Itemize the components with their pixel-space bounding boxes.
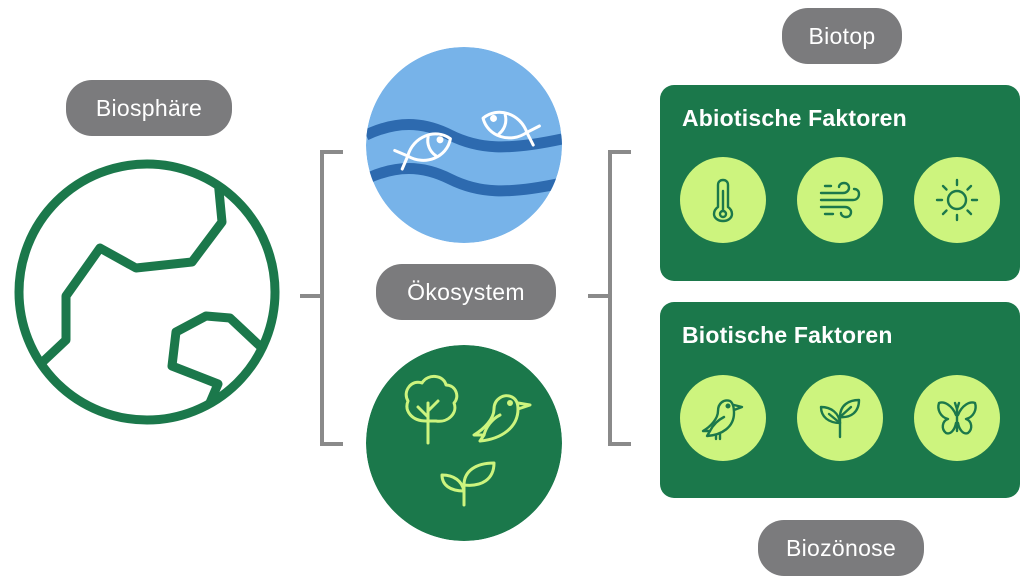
terrestrial-ecosystem-circle	[366, 345, 562, 541]
plant-sprout-icon	[440, 461, 496, 507]
thermometer-circle	[680, 157, 766, 243]
butterfly-circle	[914, 375, 1000, 461]
butterfly-icon	[937, 401, 977, 435]
abiotic-factors-title: Abiotische Faktoren	[682, 105, 907, 131]
sun-circle	[914, 157, 1000, 243]
wind-icon	[819, 181, 861, 219]
bird-circle	[680, 375, 766, 461]
biosphere-label: Biosphäre	[66, 80, 232, 136]
wind-circle	[797, 157, 883, 243]
plant-sprout-icon	[819, 398, 861, 439]
biotic-factors-title: Biotische Faktoren	[682, 322, 893, 348]
bird-icon	[472, 394, 532, 443]
biocenosis-label: Biozönose	[758, 520, 924, 576]
ecosystem-label: Ökosystem	[376, 264, 556, 320]
abiotic-factors-panel: Abiotische Faktoren	[660, 85, 1020, 281]
thermometer-icon	[712, 178, 734, 223]
bird-icon	[701, 399, 744, 441]
fish-icon	[393, 110, 541, 171]
biotope-label: Biotop	[782, 8, 902, 64]
biotic-factors-panel: Biotische Faktoren	[660, 302, 1020, 498]
tree-icon	[404, 375, 459, 445]
aquatic-ecosystem-circle	[366, 47, 562, 243]
sprout-circle	[797, 375, 883, 461]
sun-icon	[935, 178, 979, 222]
